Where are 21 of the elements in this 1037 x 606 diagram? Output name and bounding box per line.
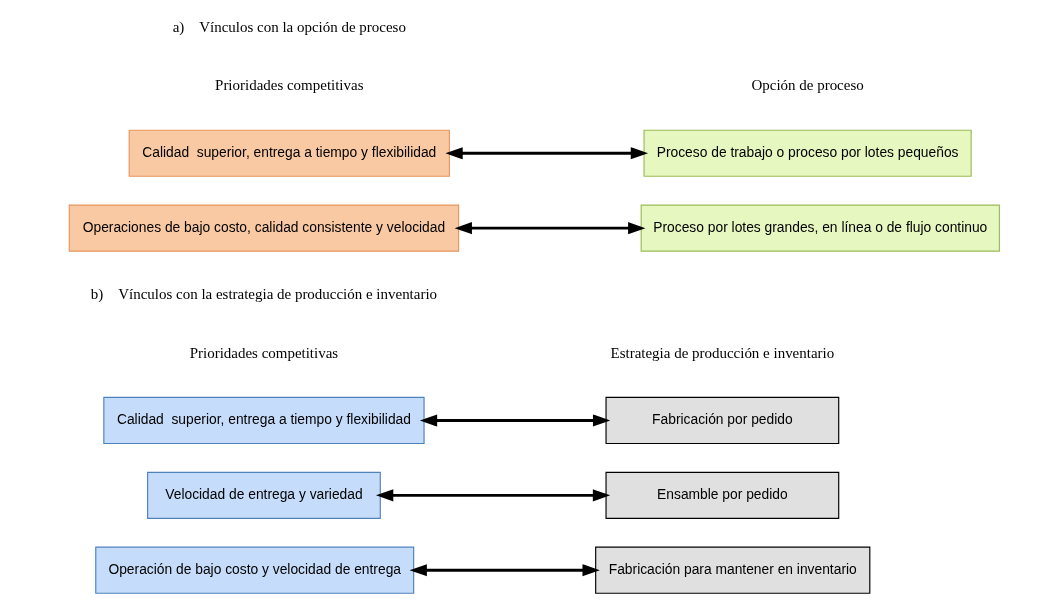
node-box: Fabricación para mantener en inventario [595,546,871,594]
label: b) Vínculos con la estrategia de producción e inventario [90,285,438,302]
label: Opción de proceso [751,77,864,94]
arrow [419,414,611,427]
node-box: Proceso de trabajo o proceso por lotes pequeños [643,129,972,177]
label: Estrategia de producción e inventario [610,344,835,361]
node-box: Proceso por lotes grandes, en línea o de flujo continuo [640,204,1000,252]
node-box: Velocidad de entrega y variedad [147,471,381,519]
node-box: Operación de bajo costo y velocidad de entrega [95,546,415,594]
label: a) Vínculos con la opción de proceso [172,18,406,35]
label: Prioridades competitivas [189,344,339,361]
node-box: Fabricación por pedido [605,396,840,445]
node-box: Calidad superior, entrega a tiempo y flexibilidad [103,396,425,445]
node-box: Operaciones de bajo costo, calidad consistente y velocidad [68,204,460,252]
arrow [409,564,600,577]
label: Prioridades competitivas [215,77,364,94]
node-box: Ensamble por pedido [605,471,840,519]
arrow [375,489,611,502]
arrow [454,222,646,235]
node-box: Calidad superior, entrega a tiempo y flexibilidad [128,129,450,177]
arrow [445,147,649,160]
